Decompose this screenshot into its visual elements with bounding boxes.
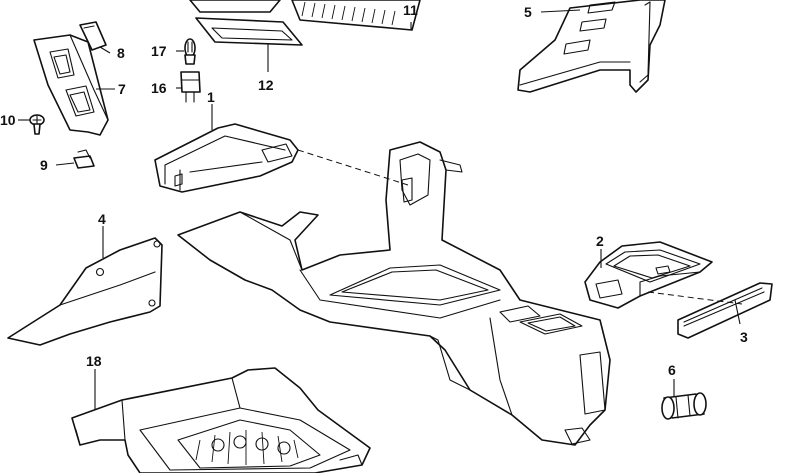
assembly-lines <box>297 149 743 305</box>
callout-8: 8 <box>117 45 125 61</box>
center-console <box>177 141 611 446</box>
callout-7: 7 <box>118 81 126 97</box>
part-10-screw <box>29 114 45 135</box>
callout-17: 17 <box>151 43 167 59</box>
callout-12: 12 <box>258 77 274 93</box>
part-17-bulb <box>184 38 196 65</box>
callout-18: 18 <box>86 353 102 369</box>
part-9-clip <box>73 149 95 169</box>
part-11-strip <box>291 0 421 31</box>
callout-11: 11 <box>403 2 418 18</box>
part-12-panel <box>189 0 303 46</box>
callout-3: 3 <box>740 329 748 345</box>
part-6-cylinder <box>661 392 707 420</box>
callout-4: 4 <box>98 211 106 227</box>
callout-9: 9 <box>40 157 48 173</box>
callout-1: 1 <box>207 89 215 105</box>
callout-5: 5 <box>524 4 532 20</box>
part-4-side-panel <box>7 237 163 346</box>
part-18-shifter-cover <box>71 367 371 473</box>
callout-16: 16 <box>151 80 167 96</box>
part-2-ashtray-housing <box>584 241 713 309</box>
callout-2: 2 <box>596 233 604 249</box>
callout-6: 6 <box>668 362 676 378</box>
part-5-trim-panel <box>517 0 666 93</box>
leader-lines <box>18 9 741 410</box>
part-16-socket <box>180 71 201 103</box>
part-3-ashtray-cover <box>677 282 773 339</box>
part-1-storage-box <box>154 123 299 193</box>
callout-labels: 5 11 12 17 16 1 8 7 10 9 4 2 3 6 18 <box>0 2 748 378</box>
callout-10: 10 <box>0 112 16 128</box>
part-7-bracket <box>33 34 109 136</box>
